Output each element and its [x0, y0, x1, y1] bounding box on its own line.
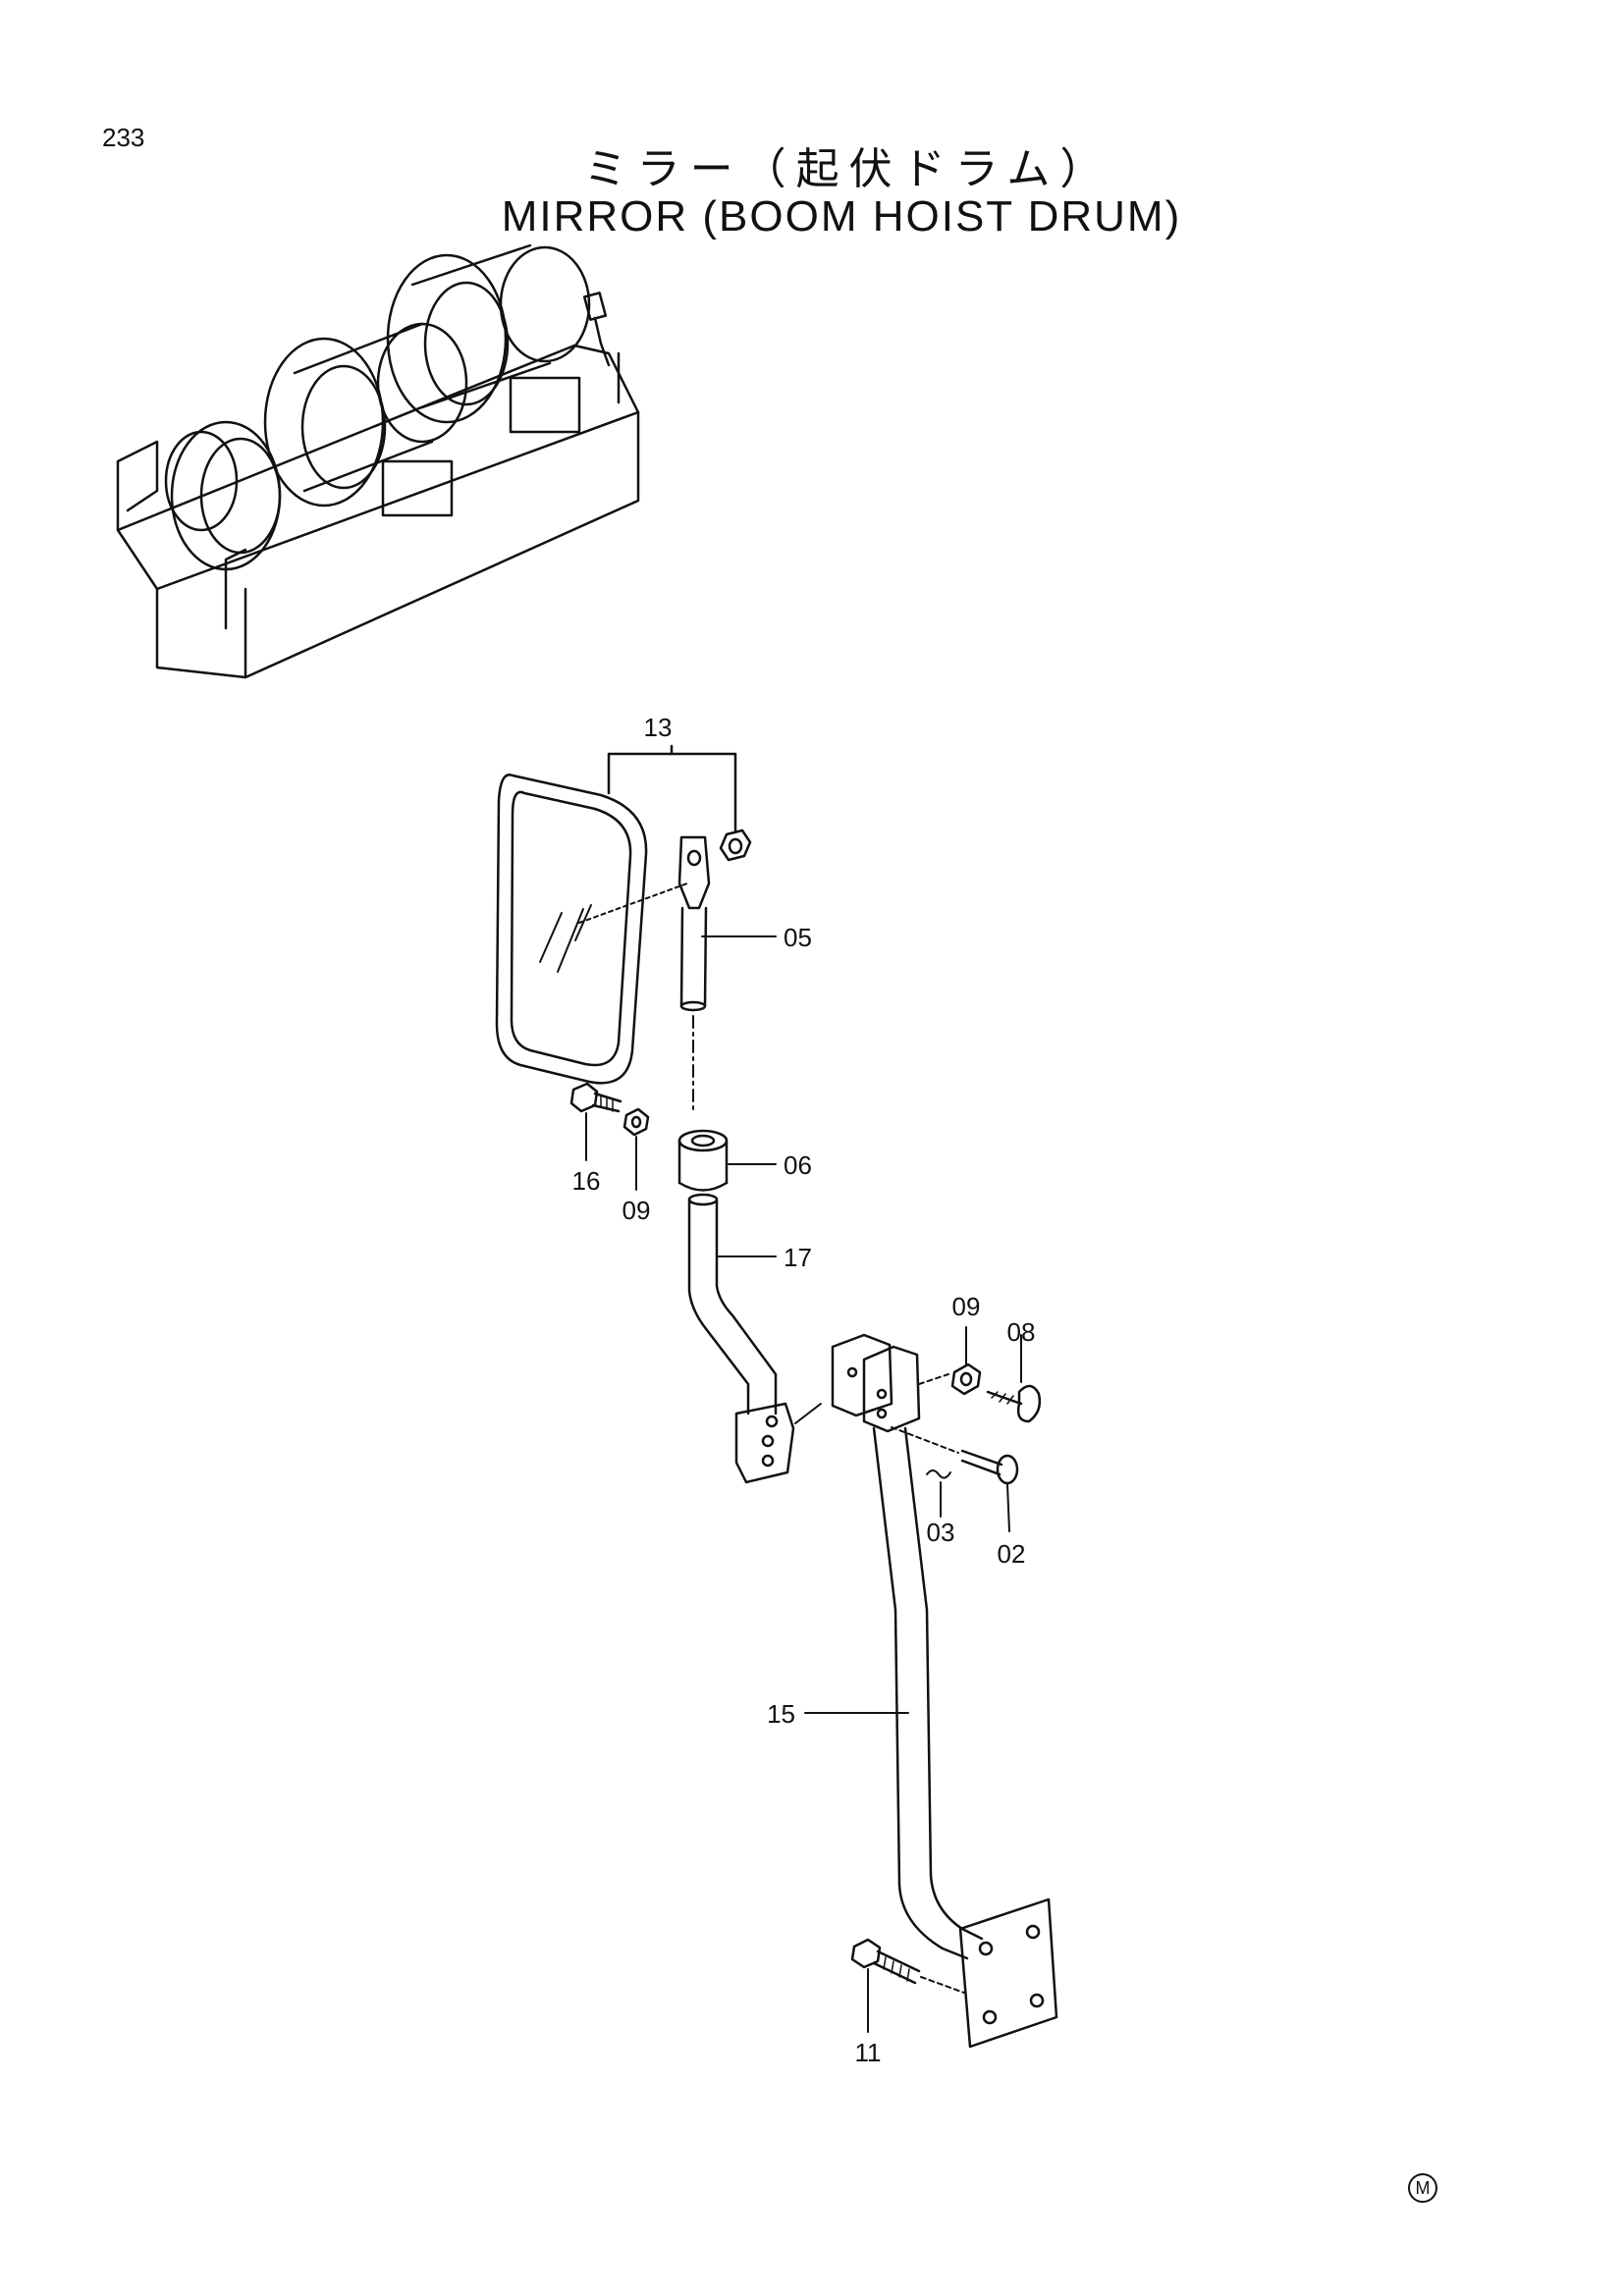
- drum-3-icon: [386, 243, 591, 424]
- overview-mirror-icon: [582, 292, 608, 321]
- callout-09-left: 09: [623, 1196, 651, 1225]
- nut-09-icon: [623, 1107, 650, 1191]
- bolt-11-icon: [850, 1938, 965, 2033]
- title-japanese: ミラー（起伏ドラム）: [583, 144, 1113, 194]
- pin-icon: [891, 1426, 1019, 1532]
- callout-17: 17: [784, 1243, 812, 1272]
- callout-09-right: 09: [952, 1292, 981, 1321]
- collar-icon: [677, 1129, 777, 1192]
- nut-icon: [719, 828, 752, 862]
- callout-06: 06: [784, 1150, 812, 1180]
- nut-09b-icon: [918, 1326, 982, 1396]
- drum-1-icon: [164, 420, 282, 571]
- wing-bolt-icon: [986, 1334, 1042, 1423]
- callout-16: 16: [572, 1166, 601, 1196]
- drum-2-icon: [263, 322, 468, 507]
- mirror-icon: [495, 774, 688, 1085]
- page-number: 233: [102, 123, 145, 152]
- callout-08: 08: [1007, 1317, 1036, 1347]
- title-english: MIRROR (BOOM HOIST DRUM): [501, 192, 1182, 240]
- marker-m-icon: M: [1408, 2173, 1437, 2203]
- callout-05: 05: [784, 923, 812, 952]
- callout-15: 15: [767, 1699, 795, 1729]
- cotter-pin-icon: [926, 1469, 951, 1518]
- brake-housing-1: [381, 459, 454, 517]
- callout-11: 11: [855, 2038, 882, 2067]
- drum-assembly-overview: [116, 243, 640, 679]
- callout-03: 03: [927, 1518, 955, 1547]
- callout-13-bracket: [607, 744, 737, 832]
- pipe-icon: [804, 1333, 1058, 2049]
- callout-13: 13: [644, 713, 673, 742]
- rod-icon: [687, 1193, 822, 1484]
- stay-icon: [677, 835, 777, 1110]
- callout-02: 02: [998, 1539, 1026, 1569]
- brake-housing-2: [509, 376, 581, 434]
- bolt-16-icon: [569, 1082, 623, 1161]
